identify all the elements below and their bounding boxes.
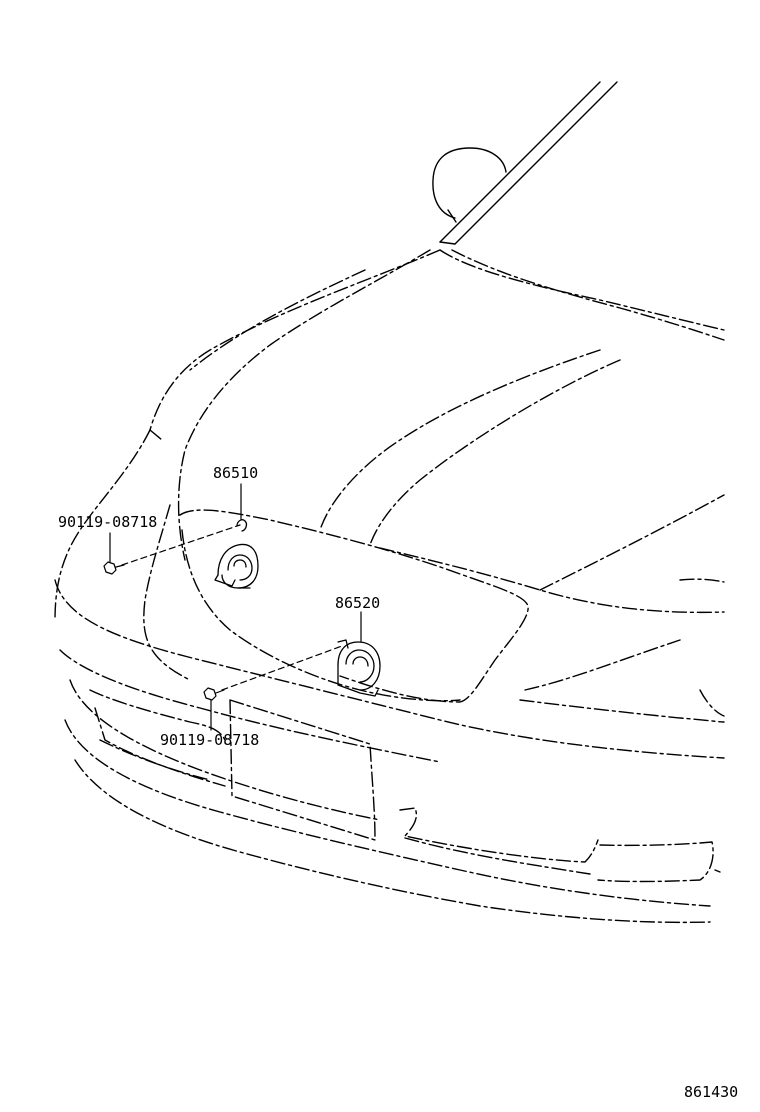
callout-bolt-lower: 90119-08718 <box>160 731 260 749</box>
horn-low <box>337 639 381 697</box>
horn-high <box>214 519 259 589</box>
callout-horn-low: 86520 <box>335 594 381 612</box>
figure-number: 861430 <box>684 1083 739 1101</box>
side-mirror <box>432 147 507 219</box>
bolt-upper-shape <box>103 561 125 575</box>
assembly-lines <box>121 524 343 691</box>
leader-lines <box>109 483 362 731</box>
callout-horn-high: 86510 <box>213 464 259 482</box>
windshield-pillar <box>439 81 618 245</box>
bolt-lower-shape <box>203 687 225 701</box>
body-outline <box>54 249 725 924</box>
callout-bolt-upper: 90119-08718 <box>58 513 158 531</box>
